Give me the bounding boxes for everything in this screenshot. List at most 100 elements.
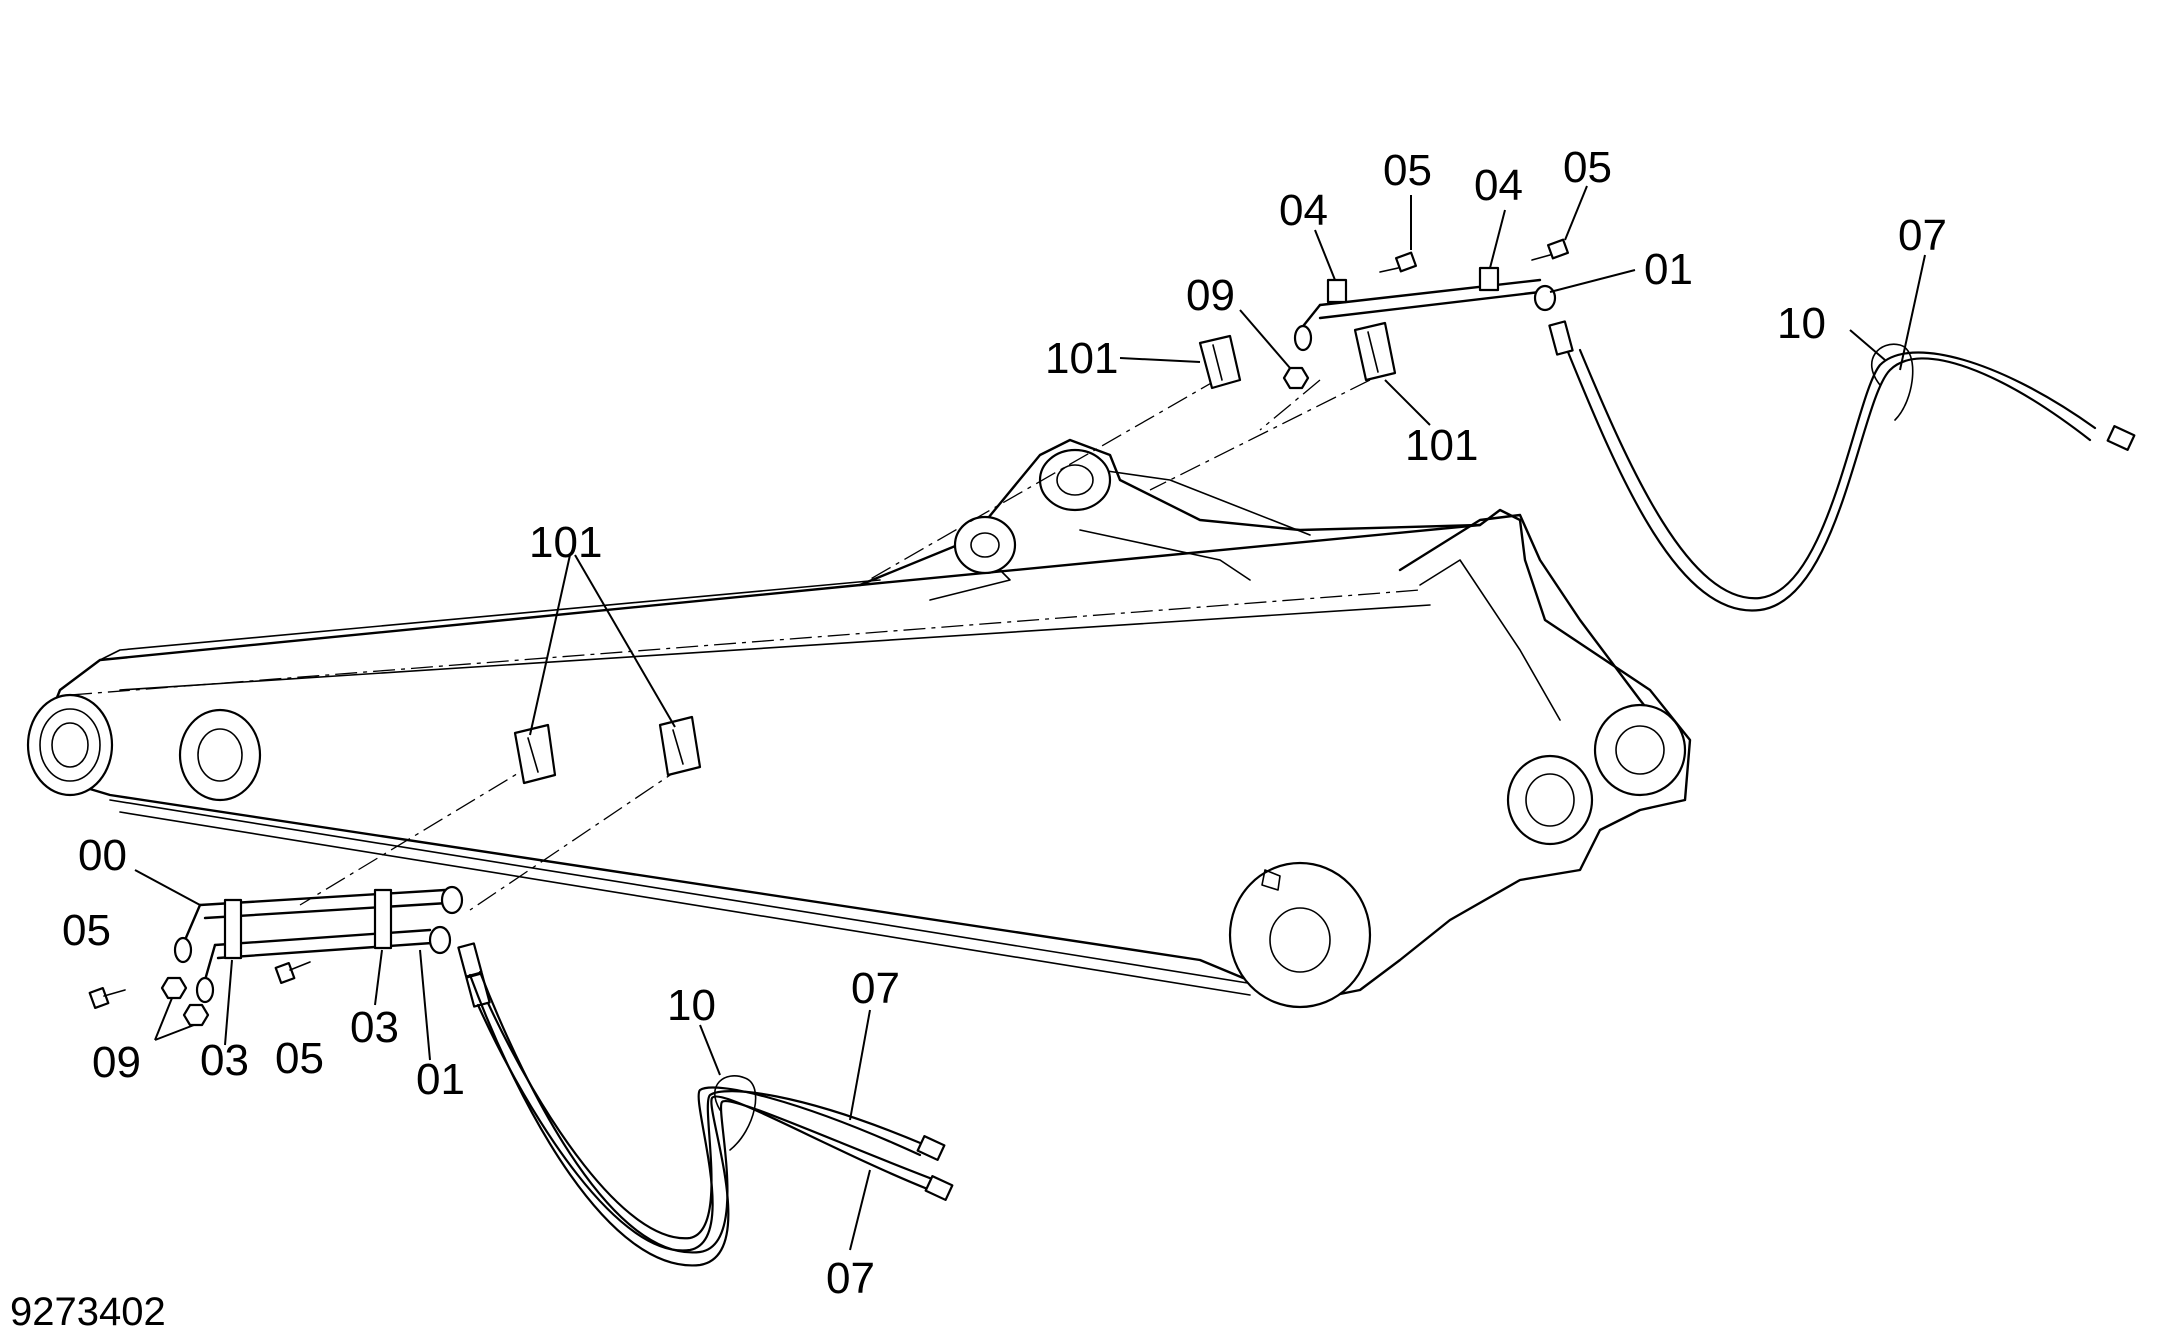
bottom-nut-upper	[160, 976, 188, 1000]
bottom-hose-far-fitting-lower	[924, 1175, 954, 1201]
callout-labels: 05 04 04 05 09 01 07 10 101 101 101 00 0…	[62, 143, 1947, 1303]
bottom-bolt-middle	[274, 961, 311, 985]
bottom-clamp-left	[223, 898, 243, 960]
bottom-pipe2-left-bend	[203, 943, 217, 982]
callout-07-bottom-lower: 07	[826, 1254, 875, 1303]
assembly-line-1	[859, 377, 1221, 586]
leader-07-bottom-lower	[849, 1169, 871, 1251]
bottom-pin-disc	[1228, 861, 1372, 1009]
arm-top-edge	[99, 579, 881, 661]
top-pipe-left-fitting	[1293, 324, 1313, 352]
upper-bracket-cut	[929, 569, 1011, 601]
top-block-left	[1198, 334, 1242, 390]
top-clamp-right	[1478, 266, 1500, 292]
leader-07-bottom-upper	[849, 1009, 871, 1121]
bottom-pipe-left-fitting	[173, 936, 193, 964]
arm-top-inner	[119, 604, 1431, 691]
top-bolt-left	[1379, 251, 1418, 273]
bottom-hose-a-outer	[476, 1003, 922, 1252]
arm-outline	[38, 508, 1692, 1002]
leader-101-middle-a	[529, 554, 571, 736]
arm-centerline-top	[69, 589, 1421, 696]
arm-bottom-inner	[119, 811, 1251, 996]
bottom-hose-b-inner	[478, 970, 937, 1254]
bottom-hose-fitting-upper	[457, 942, 483, 978]
right-middle-boss-hole	[1525, 773, 1575, 827]
bottom-hose-loop	[714, 1075, 757, 1151]
upper-bracket-inner	[1099, 469, 1311, 536]
leader-01-bottom	[419, 949, 431, 1061]
assembly-line-3	[1259, 379, 1321, 431]
top-bolt-right	[1531, 238, 1570, 261]
leader-00	[134, 869, 201, 906]
leader-09-bottom-b	[154, 1024, 195, 1041]
top-hose-loop	[1871, 343, 1914, 421]
bottom-pipe-lower	[203, 901, 450, 920]
leader-101-top-left	[1119, 357, 1201, 363]
middle-block-right	[658, 715, 702, 777]
bottom-nut-lower	[182, 1003, 210, 1027]
leader-10-top	[1849, 329, 1886, 361]
bottom-pin-tab	[1261, 869, 1281, 891]
callout-00: 00	[78, 831, 127, 880]
top-block-right	[1353, 321, 1397, 382]
assembly-line-2	[1149, 379, 1371, 491]
callout-01-top: 01	[1644, 245, 1693, 294]
left-second-boss-outer	[178, 708, 262, 802]
bottom-pipe2-lower	[216, 941, 434, 960]
arm-bottom-edge	[109, 799, 1261, 986]
leader-01-top	[1549, 269, 1636, 293]
right-end-plate-inner	[1419, 559, 1561, 721]
leader-09-bottom-a	[154, 997, 173, 1041]
middle-blocks	[513, 715, 702, 785]
callout-07-top: 07	[1898, 211, 1947, 260]
callout-04-top-left: 04	[1279, 186, 1328, 235]
bottom-clamp-right	[373, 888, 393, 950]
leader-101-middle-b	[574, 554, 676, 728]
leader-04-top-right	[1489, 209, 1506, 269]
top-block-right-slot	[1367, 331, 1379, 373]
bottom-hose-a-inner	[486, 1001, 927, 1240]
top-clamp-left	[1326, 278, 1348, 304]
top-hose-inner	[1578, 348, 2097, 600]
leader-lines	[134, 185, 1926, 1251]
bottom-hose-b-outer	[468, 973, 932, 1267]
top-pipe-lower	[1318, 290, 1542, 320]
leader-03-right	[374, 949, 383, 1006]
callout-01-bottom: 01	[416, 1055, 465, 1104]
leader-10-bottom	[699, 1024, 721, 1076]
top-pipe-upper	[1318, 278, 1542, 307]
callout-05-top-left: 05	[1383, 146, 1432, 195]
left-end-boss-hole	[51, 722, 89, 768]
bottom-pipe2-right-fitting	[428, 925, 452, 955]
callout-03-right: 03	[350, 1003, 399, 1052]
leader-03-left	[224, 959, 233, 1046]
callout-05-top-right: 05	[1563, 143, 1612, 192]
assembly-line-4	[299, 759, 541, 906]
callout-101-middle: 101	[529, 518, 602, 567]
callout-10-bottom: 10	[667, 981, 716, 1030]
bottom-pipe-right-fitting	[440, 885, 464, 915]
callout-101-top-right: 101	[1405, 421, 1478, 470]
top-pin-collar	[953, 515, 1017, 575]
assembly-lines	[299, 377, 1371, 911]
leader-101-top-right	[1384, 379, 1431, 426]
leader-09-top	[1239, 309, 1291, 369]
bottom-pin-hole	[1269, 907, 1331, 973]
document-number: 9273402	[10, 1290, 166, 1334]
excavator-arm	[26, 438, 1692, 1009]
callout-09-bottom: 09	[92, 1038, 141, 1087]
leader-04-top-left	[1314, 229, 1336, 281]
middle-block-right-slot	[672, 729, 684, 765]
callout-101-top-left: 101	[1045, 334, 1118, 383]
callout-09-top: 09	[1186, 271, 1235, 320]
bottom-hose-assembly	[457, 942, 954, 1267]
leader-07-top	[1899, 254, 1926, 371]
bottom-bolt-left	[88, 986, 126, 1010]
callout-10-top: 10	[1777, 299, 1826, 348]
middle-block-left-slot	[527, 737, 539, 773]
callout-05-left: 05	[62, 906, 111, 955]
right-lower-boss-hole	[1615, 725, 1665, 775]
bottom-hose-far-fitting-upper	[916, 1135, 946, 1161]
left-second-boss-hole	[197, 728, 243, 782]
